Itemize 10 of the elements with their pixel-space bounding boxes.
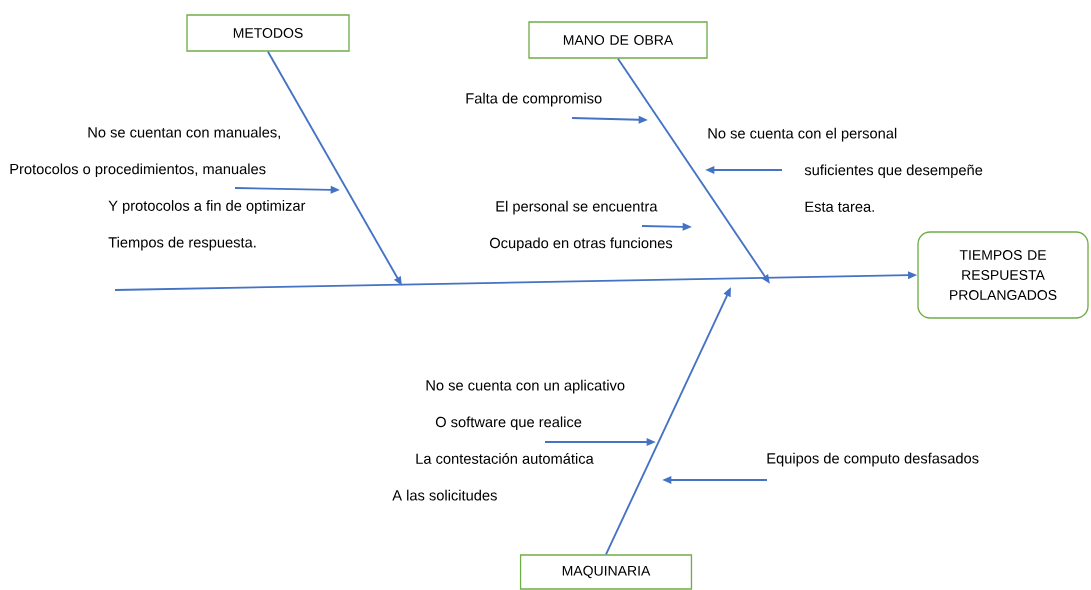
category-box: MANO DE OBRA	[528, 21, 708, 59]
cause-text: Equipos de computo desfasados	[767, 452, 979, 467]
effect-box: TIEMPOS DE RESPUESTA PROLANGADOS	[917, 231, 1089, 319]
category-box: METODOS	[186, 14, 350, 52]
category-box: MAQUINARIA	[519, 554, 693, 590]
cause-text: No se cuenta con un aplicativo O software que realice La contestación automática A las solicitudes	[392, 379, 625, 501]
cause-text: El personal se encuentra Ocupado en otras funciones	[489, 200, 673, 252]
cause-text: No se cuentan con manuales, Protocolos o procedimientos, manuales Y protocolos a fin de optimizar Tiempos de respuesta.	[10, 126, 306, 251]
cause-text: No se cuenta con el personal suficientes que desempeñe Esta tarea.	[708, 127, 983, 212]
cause-text: Falta de compromiso	[466, 92, 602, 107]
